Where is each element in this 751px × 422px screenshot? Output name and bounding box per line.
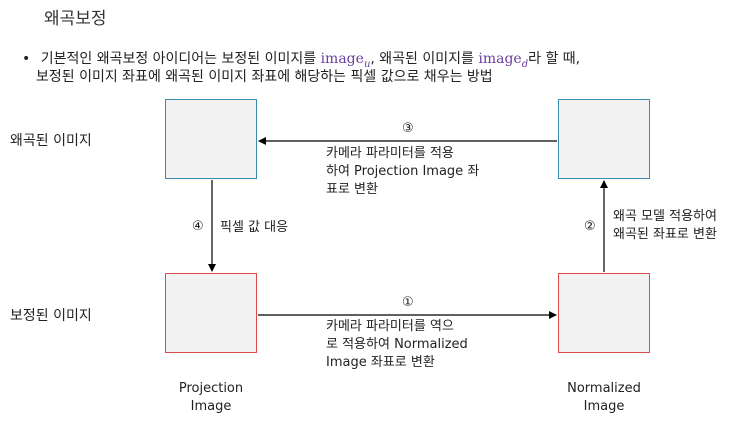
corrected-projection-box: [165, 273, 257, 353]
distorted-projection-box: [165, 99, 257, 179]
step-3-number: ③: [402, 121, 414, 136]
bullet-dot-icon: •: [22, 51, 31, 67]
bullet-text-after: 라 할 때,: [528, 51, 581, 67]
bullet-text-before: 기본적인 왜곡보정 아이디어는 보정된 이미지를: [40, 51, 317, 67]
step-4-number: ④: [192, 219, 204, 234]
step-4-caption: 픽셀 값 대응: [220, 220, 289, 235]
image-u-symbol: imageu: [320, 51, 371, 70]
bullet-text-mid: , 왜곡된 이미지를: [370, 51, 474, 67]
page-title: 왜곡보정: [44, 9, 107, 29]
row-label-corrected: 보정된 이미지: [10, 308, 92, 324]
projection-image-caption: Projection Image: [178, 381, 244, 414]
step-1-number: ①: [402, 295, 414, 310]
step-2-number: ②: [584, 219, 596, 234]
normalized-image-caption: Normalized Image: [567, 381, 641, 414]
bullet-line-2: 보정된 이미지 좌표에 왜곡된 이미지 좌표에 해당하는 픽셀 값으로 채우는 …: [36, 69, 493, 85]
step-2-caption: 왜곡 모델 적용하여 왜곡된 좌표로 변환: [613, 209, 717, 242]
bullet-line-1: • 기본적인 왜곡보정 아이디어는 보정된 이미지를 imageu, 왜곡된 이…: [22, 48, 580, 70]
step-3-caption: 카메라 파라미터를 적용 하여 Projection Image 좌 표로 변환: [326, 146, 480, 197]
distorted-normalized-box: [558, 99, 650, 179]
step-1-caption: 카메라 파라미터를 역으 로 적용하여 Normalized Image 좌표로…: [326, 319, 468, 370]
corrected-normalized-box: [558, 273, 650, 353]
row-label-distorted: 왜곡된 이미지: [10, 133, 92, 149]
image-d-symbol: imaged: [478, 51, 529, 70]
